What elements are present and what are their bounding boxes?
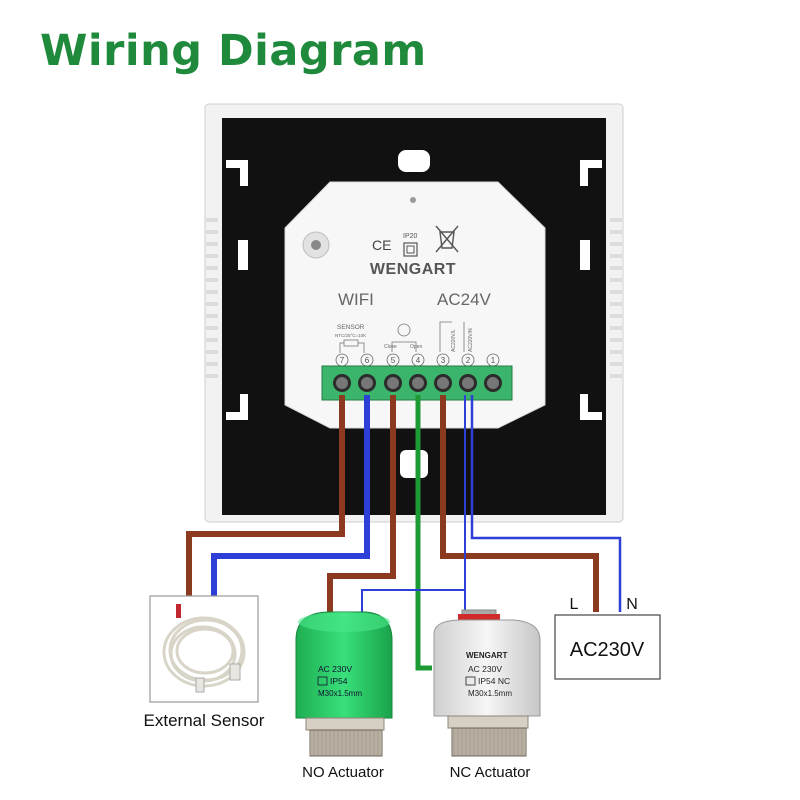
- open-label: Open: [410, 344, 422, 350]
- page-title: Wiring Diagram: [40, 26, 427, 76]
- no-actuator-label: NO Actuator: [302, 764, 384, 781]
- ac-label-n: AC220V/N: [468, 328, 474, 352]
- terminal-number-7: 7: [340, 356, 345, 365]
- wires: [186, 395, 622, 671]
- sensor-spec: NTC/25°C=10K: [335, 333, 366, 338]
- vent-slots-left: [206, 218, 218, 378]
- no-actuator-spec-1: AC 230V: [318, 664, 352, 674]
- nc-actuator-brand: WENGART: [466, 651, 507, 660]
- nc-actuator-label: NC Actuator: [450, 764, 531, 781]
- terminal-screws: [333, 374, 502, 392]
- ce-mark: CE: [372, 237, 391, 253]
- external-sensor-label: External Sensor: [144, 711, 265, 730]
- nc-actuator-spec-1: AC 230V: [468, 664, 502, 674]
- voltage-label: AC24V: [437, 290, 492, 309]
- wire-t4-green: [415, 395, 432, 671]
- neutral-label: N: [626, 596, 638, 613]
- terminal-number-4: 4: [416, 356, 421, 365]
- wire-t1-blue-n: [470, 395, 622, 612]
- wire-t5-brown: [327, 395, 396, 612]
- terminal-number-3: 3: [441, 356, 446, 365]
- wire-t3-brown: [440, 395, 599, 612]
- nc-actuator-spec-2: IP54 NC: [478, 676, 510, 686]
- class-ii-icon: [403, 242, 418, 257]
- vent-slots-right: [610, 218, 622, 378]
- terminal-number-1: 1: [491, 356, 496, 365]
- weee-bin-icon: [435, 225, 459, 253]
- live-label: L: [570, 596, 579, 613]
- wire-t2-blue-no: [361, 395, 466, 612]
- wire-t6-blue: [211, 395, 370, 600]
- close-label: Close: [384, 344, 397, 350]
- no-actuator-spec-2: IP54: [330, 676, 348, 686]
- no-actuator: AC 230V IP54 M30x1.5mm: [295, 611, 393, 757]
- terminal-number-2: 2: [466, 356, 471, 365]
- wire-t7-brown: [186, 395, 345, 600]
- sensor-label: SENSOR: [337, 324, 365, 331]
- nc-actuator-spec-3: M30x1.5mm: [468, 689, 512, 698]
- nc-actuator: WENGART AC 230V IP54 NC M30x1.5mm: [433, 609, 541, 757]
- wifi-label: WIFI: [338, 290, 374, 309]
- power-source: AC230V L N: [554, 596, 661, 680]
- module-brand: WENGART: [370, 261, 456, 278]
- top-mount-slot: [398, 150, 430, 172]
- ip-rating-label: IP20: [403, 233, 418, 240]
- external-sensor: [149, 595, 259, 703]
- printed-schematic: [339, 321, 465, 353]
- power-label: AC230V: [570, 639, 645, 661]
- no-actuator-spec-3: M30x1.5mm: [318, 689, 362, 698]
- terminal-module: CE IP20 WENGART WIFI AC24V SENSOR NTC/25…: [284, 181, 546, 429]
- terminal-number-6: 6: [365, 356, 370, 365]
- ac-label-l: AC220V/L: [451, 329, 457, 352]
- bottom-mount-slot: [400, 450, 428, 478]
- terminal-number-5: 5: [391, 356, 396, 365]
- mounting-clips: [226, 160, 602, 420]
